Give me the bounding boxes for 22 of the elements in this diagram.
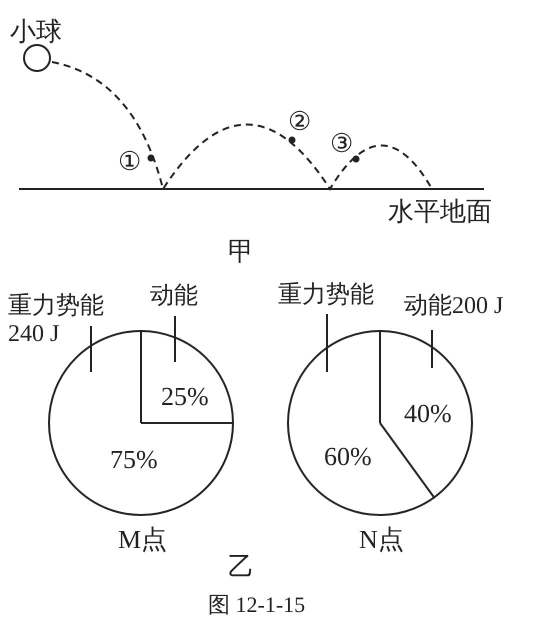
ball-label: 小球: [10, 16, 62, 48]
energy-label: 重力势能: [278, 281, 403, 309]
pie-slice: 25%: [143, 332, 236, 425]
point-number: ②: [288, 108, 311, 136]
ball-circle: [23, 44, 51, 72]
pie-chart: [287, 330, 473, 516]
leader-line: [90, 326, 92, 372]
leader-line: [174, 316, 176, 362]
pie-slice: 40%: [382, 332, 462, 500]
point-number: ③: [330, 130, 353, 158]
point-label: N点: [359, 524, 404, 556]
point-label: M点: [118, 524, 168, 556]
leader-line: [431, 330, 433, 368]
pie-slice: 60%: [289, 332, 380, 518]
figure-label: 甲: [228, 238, 254, 266]
leader-line: [326, 314, 328, 372]
energy-label: 动能: [150, 282, 210, 310]
figure-label: 乙: [228, 553, 254, 581]
ground-label: 水平地面: [388, 198, 492, 226]
point-number: ①: [118, 148, 141, 176]
caption: 图 12-1-15: [208, 591, 306, 619]
energy-label: 动能200 J: [404, 292, 534, 320]
